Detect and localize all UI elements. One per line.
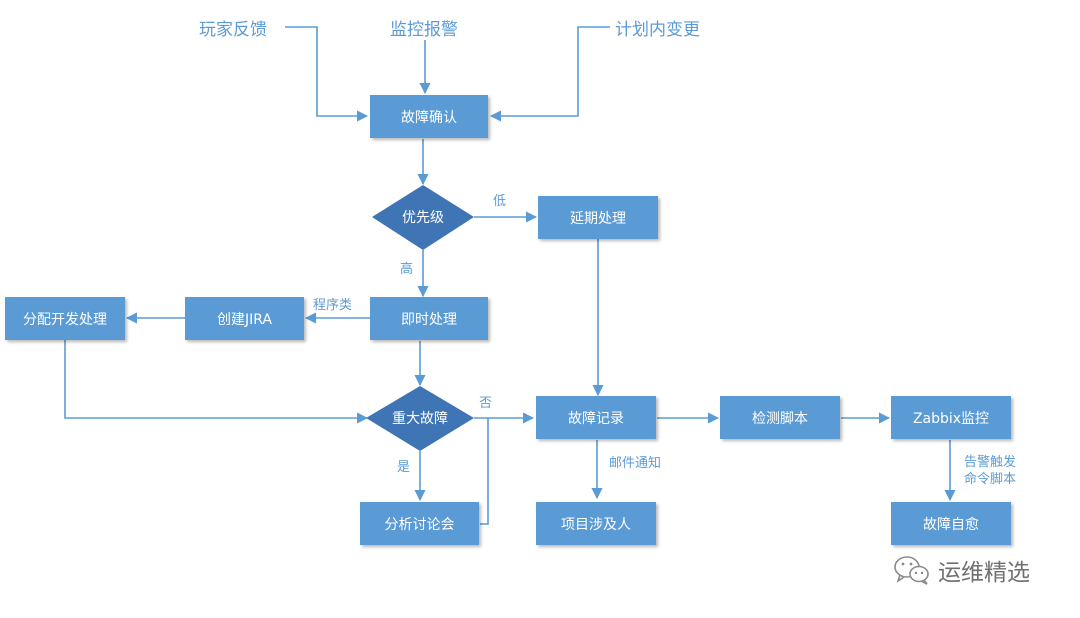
edge-change-to-confirm [489, 26, 610, 122]
label-high: 高 [400, 262, 414, 277]
source-monitor-alarm: 监控报警 [390, 20, 458, 40]
node-fault-record[interactable]: 故障记录 [536, 396, 656, 439]
node-analysis-meeting[interactable]: 分析讨论会 [360, 502, 479, 545]
major-diamond [366, 386, 474, 451]
priority-diamond [372, 185, 474, 250]
node-immediate-handling[interactable]: 即时处理 [370, 297, 488, 340]
watermark-text: 运维精选 [938, 560, 1030, 586]
wechat-icon [894, 556, 929, 585]
watermark: 运维精选 [892, 553, 1030, 587]
node-zabbix-monitor[interactable]: Zabbix监控 [891, 396, 1011, 439]
label-alert-trigger: 告警触发 [964, 455, 1017, 470]
node-fault-self-heal[interactable]: 故障自愈 [891, 502, 1011, 545]
label-yes: 是 [397, 460, 411, 475]
node-fault-confirm[interactable]: 故障确认 [370, 95, 488, 138]
node-detect-script[interactable]: 检测脚本 [720, 396, 840, 439]
label-program: 程序类 [313, 298, 353, 313]
label-no: 否 [479, 396, 493, 411]
source-player-feedback: 玩家反馈 [199, 20, 267, 40]
edge-feedback-to-confirm [285, 26, 369, 122]
edge-assign-to-major [64, 340, 369, 424]
label-email-notify: 邮件通知 [609, 456, 662, 471]
edge-analysis-to-major [480, 418, 489, 525]
decision-major-fault[interactable]: 重大故障 [392, 411, 448, 427]
decision-priority[interactable]: 优先级 [402, 210, 444, 226]
label-low: 低 [493, 194, 507, 209]
node-delay-handling[interactable]: 延期处理 [538, 196, 658, 239]
node-project-people[interactable]: 项目涉及人 [536, 502, 656, 545]
node-assign-dev[interactable]: 分配开发处理 [5, 297, 125, 340]
node-create-jira[interactable]: 创建JIRA [185, 297, 304, 340]
label-command-script: 命令脚本 [964, 472, 1017, 487]
source-planned-change: 计划内变更 [615, 20, 700, 40]
